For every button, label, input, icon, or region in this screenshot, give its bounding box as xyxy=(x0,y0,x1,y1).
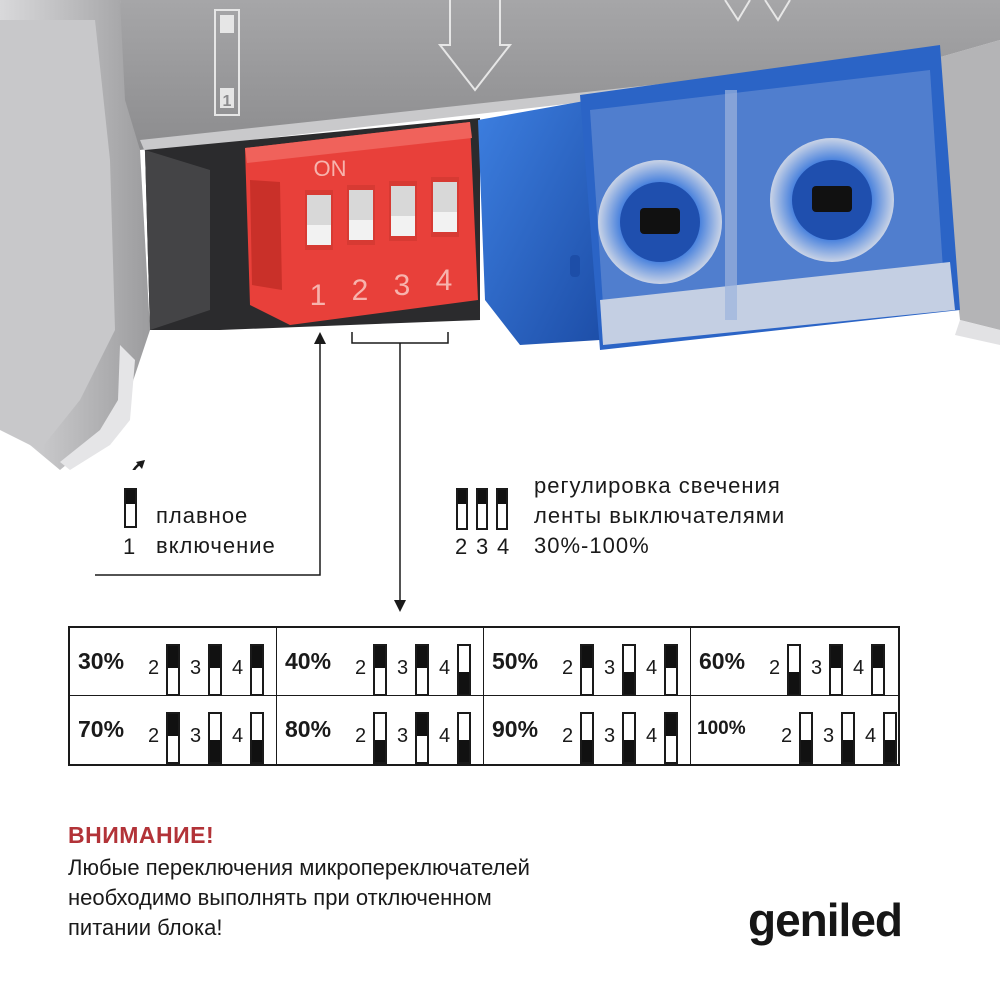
table-switch-number: 2 xyxy=(148,657,160,679)
callout-lines xyxy=(95,332,449,612)
dip-switch-on-icon xyxy=(664,644,678,696)
dip-switch-on-icon xyxy=(580,644,594,696)
table-switch-number: 2 xyxy=(562,725,574,747)
product-photo: 1 ON 1 2 3 4 xyxy=(0,0,1000,470)
dip-switch-on-icon xyxy=(250,644,264,696)
brightness-switch-icon-4 xyxy=(496,488,508,530)
table-percent: 100% xyxy=(697,718,746,739)
dip-switch-off-icon xyxy=(457,644,471,696)
dip-switch-on-icon xyxy=(871,644,885,696)
dip-number-3: 3 xyxy=(394,269,411,302)
table-switch-number: 2 xyxy=(148,725,160,747)
dip-switch-off-icon xyxy=(250,712,264,764)
table-switch-number: 2 xyxy=(781,725,793,747)
dip-switch-off-icon xyxy=(841,712,855,764)
table-switch-number: 3 xyxy=(397,725,409,747)
dip-switch-on-icon xyxy=(166,712,180,764)
brightness-number-4: 4 xyxy=(497,534,510,559)
dip-switch-off-icon xyxy=(208,712,222,764)
table-switch-number: 4 xyxy=(865,725,877,747)
warning-title: ВНИМАНИЕ! xyxy=(68,822,215,848)
terminal-block xyxy=(478,45,960,350)
table-cell: 70% 2 3 4 xyxy=(70,696,277,764)
table-switch-number: 4 xyxy=(853,657,865,679)
table-switch-number: 2 xyxy=(355,725,367,747)
dip-switch-on-icon xyxy=(415,712,429,764)
dip-switch-off-icon xyxy=(622,712,636,764)
soft-start-label-1: плавное xyxy=(156,503,249,528)
soft-start-legend: 1 плавное включение xyxy=(120,486,320,566)
table-percent: 40% xyxy=(285,648,332,674)
table-switch-number: 2 xyxy=(562,657,574,679)
warning-text: Любые переключения микропереключателей н… xyxy=(68,853,688,943)
table-switch-number: 4 xyxy=(646,725,658,747)
dip-number-4: 4 xyxy=(436,264,453,297)
dip-switch-off-icon xyxy=(883,712,897,764)
warning-line-3: питании блока! xyxy=(68,915,223,940)
table-switch-number: 3 xyxy=(604,725,616,747)
table-switch-number: 2 xyxy=(769,657,781,679)
table-cell: 40% 2 3 4 xyxy=(277,628,484,696)
brand-logo: geniled xyxy=(748,894,903,946)
dip-number-2: 2 xyxy=(352,274,369,307)
table-switch-number: 3 xyxy=(604,657,616,679)
dip-number-1: 1 xyxy=(310,279,327,312)
dip-switch-on-icon xyxy=(829,644,843,696)
brightness-label-1: регулировка свечения xyxy=(534,473,781,498)
table-switch-number: 3 xyxy=(823,725,835,747)
brightness-label-3: 30%-100% xyxy=(534,533,650,558)
dip-switch-on-icon xyxy=(166,644,180,696)
table-cell: 30% 2 3 4 xyxy=(70,628,277,696)
dip-switch-on-icon xyxy=(664,712,678,764)
table-cell: 90% 2 3 4 xyxy=(484,696,691,764)
table-cell: 100% 2 3 4 xyxy=(691,696,898,764)
table-percent: 70% xyxy=(78,716,125,742)
table-switch-number: 4 xyxy=(439,725,451,747)
dip-switch-on-icon xyxy=(373,644,387,696)
dip-switch-off-icon xyxy=(580,712,594,764)
brightness-number-2: 2 xyxy=(455,534,468,559)
table-switch-number: 4 xyxy=(232,725,244,747)
housing-label-number: 1 xyxy=(223,93,232,110)
dip-switch-on-icon xyxy=(208,644,222,696)
table-switch-number: 4 xyxy=(439,657,451,679)
brightness-switch-icon-3 xyxy=(476,488,488,530)
table-cell: 50% 2 3 4 xyxy=(484,628,691,696)
table-percent: 30% xyxy=(78,648,125,674)
dip-switch-off-icon xyxy=(373,712,387,764)
dip-switch-off-icon xyxy=(457,712,471,764)
brightness-legend: 2 3 4 регулировка свечения ленты выключа… xyxy=(454,470,874,570)
table-switch-number: 3 xyxy=(811,657,823,679)
table-percent: 80% xyxy=(285,716,332,742)
soft-start-number: 1 xyxy=(123,534,136,559)
table-switch-number: 3 xyxy=(190,657,202,679)
table-percent: 60% xyxy=(699,648,746,674)
table-percent: 90% xyxy=(492,716,539,742)
table-percent: 50% xyxy=(492,648,539,674)
dip-switch-off-icon xyxy=(799,712,813,764)
table-cell: 60% 2 3 4 xyxy=(691,628,898,696)
table-switch-number: 3 xyxy=(397,657,409,679)
soft-start-switch-icon xyxy=(124,488,137,528)
warning-line-2: необходимо выполнять при отключенном xyxy=(68,885,492,910)
brightness-label-2: ленты выключателями xyxy=(534,503,786,528)
dip-switch-off-icon xyxy=(622,644,636,696)
warning-line-1: Любые переключения микропереключателей xyxy=(68,855,530,880)
brightness-number-3: 3 xyxy=(476,534,489,559)
brightness-table: 30% 2 3 4 40% 2 3 4 50% 2 3 4 60% 2 3 4 70% 2 3 4 80% 2 3 4 90% 2… xyxy=(68,626,900,766)
table-switch-number: 4 xyxy=(646,657,658,679)
table-switch-number: 4 xyxy=(232,657,244,679)
table-cell: 80% 2 3 4 xyxy=(277,696,484,764)
dip-levers xyxy=(305,177,459,250)
dip-switch-off-icon xyxy=(787,644,801,696)
table-switch-number: 3 xyxy=(190,725,202,747)
soft-start-label-2: включение xyxy=(156,533,276,558)
dip-on-label: ON xyxy=(314,156,347,181)
brightness-switch-icon-2 xyxy=(456,488,468,530)
dip-switch-on-icon xyxy=(415,644,429,696)
table-switch-number: 2 xyxy=(355,657,367,679)
